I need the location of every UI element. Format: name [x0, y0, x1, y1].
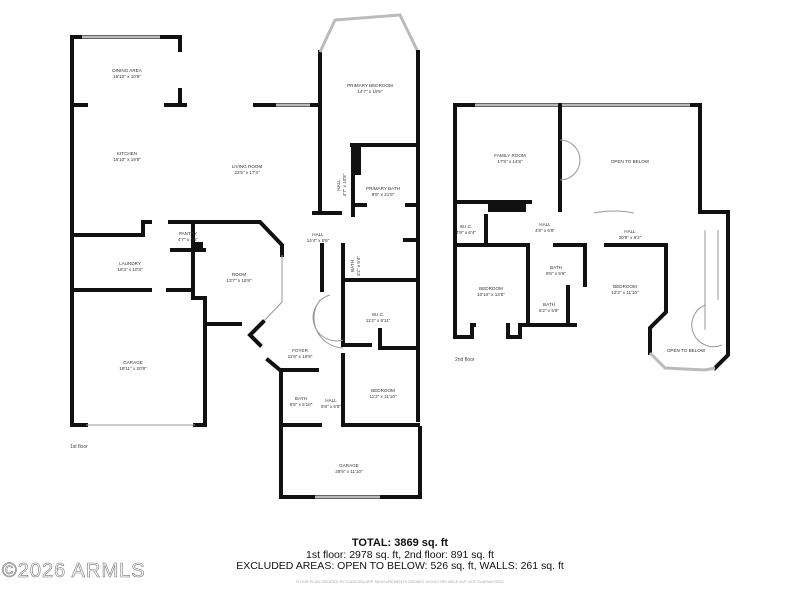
- room-name: BATH: [350, 260, 355, 272]
- room-dimensions: 20'9" x 6'2": [619, 235, 642, 240]
- room-name: PRIMARY BEDROOM: [347, 83, 393, 88]
- floor-areas: 1st floor: 2978 sq. ft, 2nd floor: 891 s…: [306, 548, 494, 561]
- room-dimensions: 13'7" x 15'8": [226, 278, 252, 283]
- room-dimensions: 11'8" x 19'9": [288, 354, 313, 359]
- room-name: PANTRY: [179, 231, 197, 236]
- room-dimensions: 28'9" x 11'10": [335, 469, 363, 474]
- area-summary: TOTAL: 3869 sq. ft 1st floor: 2978 sq. f…: [0, 537, 800, 573]
- room-dimensions: 15'10" x 19'8": [113, 157, 141, 162]
- total-area: TOTAL: 3869 sq. ft: [351, 537, 449, 549]
- room-name: W.I.C.: [460, 224, 473, 229]
- room-name: FOYER: [292, 348, 309, 353]
- room-dimensions: 4'8" x 6'8": [535, 228, 555, 233]
- room-label: W.I.C.4'9" x 6'4": [456, 224, 476, 235]
- first-floor-walls: [70, 13, 422, 499]
- floor-label-1st: 1st floor: [70, 444, 88, 450]
- room-name: DINING AREA: [112, 68, 143, 73]
- second-floor-walls: [453, 103, 730, 372]
- room-name: BATH: [543, 302, 555, 307]
- room-name: OPEN TO BELOW: [611, 159, 650, 164]
- excluded-areas: EXCLUDED AREAS: OPEN TO BELOW: 526 sq. f…: [236, 560, 564, 572]
- room-name: LIVING ROOM: [232, 164, 263, 169]
- room-name: HALL: [624, 229, 636, 234]
- room-label: W.I.C.11'2" x 9'11": [366, 312, 391, 323]
- room-dimensions: 10'10" x 13'6": [477, 292, 505, 297]
- room-dimensions: 14'4" x 6'8": [307, 238, 330, 243]
- room-dimensions: 11'2" x 9'11": [366, 318, 391, 323]
- room-name: BEDROOM: [371, 388, 395, 393]
- room-label: OPEN TO BELOW: [667, 348, 706, 353]
- room-name: BATH: [550, 265, 562, 270]
- room-dimensions: 4'7" x 4'5": [178, 237, 198, 242]
- room-label: OPEN TO BELOW: [611, 159, 650, 164]
- room-dimensions: 9'6" x 21'8": [372, 192, 395, 197]
- room-dimensions: 17'8" x 14'8": [497, 159, 523, 164]
- room-name: GARAGE: [123, 360, 143, 365]
- room-name: HALL: [325, 398, 337, 403]
- room-name: PRIMARY BATH: [366, 186, 400, 191]
- room-dimensions: 8'6" x 5'6": [546, 271, 566, 276]
- room-dimensions: 15'10" x 10'8": [113, 74, 141, 79]
- room-dimensions: 12'2" x 11'10": [611, 290, 639, 295]
- room-dimensions: 5'8" x 6'8": [321, 404, 341, 409]
- room-name: HALL: [336, 179, 341, 191]
- room-dimensions: 5'5" x 5'10": [290, 402, 313, 407]
- room-dimensions: 11'2" x 11'10": [369, 394, 396, 399]
- room-name: OPEN TO BELOW: [667, 348, 706, 353]
- room-name: BATH: [295, 396, 307, 401]
- room-dimensions: 22'5" x 17'4": [234, 170, 260, 175]
- room-dimensions: 18'3" x 10'3": [117, 267, 143, 272]
- room-dimensions: 19'11" x 20'8": [119, 366, 147, 371]
- room-name: GARAGE: [339, 463, 359, 468]
- room-name: ROOM: [232, 272, 246, 277]
- room-dimensions: 14'7" x 19'5": [357, 89, 383, 94]
- disclaimer: FLOOR PLAN CREATED BY CUBICASA APP. MEAS…: [295, 580, 505, 584]
- room-name: W.I.C.: [372, 312, 385, 317]
- room-name: KITCHEN: [117, 151, 137, 156]
- watermark: ©2026 ARMLS: [2, 560, 146, 583]
- room-dimensions: 4'7" x 10'8": [342, 173, 347, 196]
- room-name: LAUNDRY: [119, 261, 141, 266]
- room-dimensions: 3'2" x 5'4": [356, 256, 361, 276]
- room-name: HALL: [312, 232, 324, 237]
- room-name: BEDROOM: [613, 284, 637, 289]
- room-name: HALL: [539, 222, 551, 227]
- room-name: FAMILY ROOM: [494, 153, 526, 158]
- room-dimensions: 6'2" x 5'8": [539, 308, 559, 313]
- room-dimensions: 4'9" x 6'4": [456, 230, 476, 235]
- room-name: BEDROOM: [479, 286, 503, 291]
- floor-label-2nd: 2nd floor: [455, 357, 475, 363]
